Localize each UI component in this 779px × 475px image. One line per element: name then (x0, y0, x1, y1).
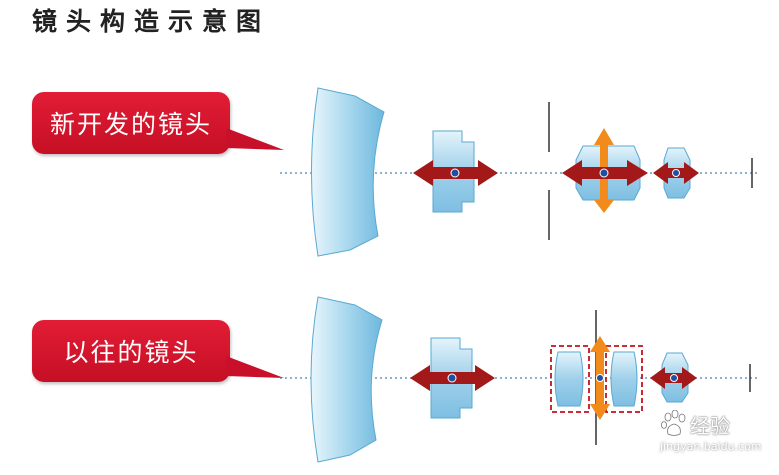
callout-new-lens: 新开发的镜头 (32, 92, 230, 154)
diagram-title: 镜头构造示意图 (32, 7, 271, 36)
front-lens-bottom (310, 296, 383, 463)
callout-old-lens: 以往的镜头 (32, 320, 230, 382)
paw-logo-icon (661, 410, 686, 436)
callout-pointer-old (226, 356, 284, 378)
pivot-dot-bottom-1 (447, 373, 457, 383)
third-lens-bottom-left (554, 351, 584, 407)
front-lens-top (311, 87, 385, 257)
pivot-dot-top-2 (599, 168, 609, 178)
watermark: 经验 jingyan.baidu.com (660, 410, 770, 470)
watermark-brand: 经验 (690, 414, 730, 438)
pivot-dot-top-1 (450, 168, 460, 178)
pivot-dot-top-3 (672, 169, 680, 177)
third-lens-bottom-right (610, 351, 638, 407)
watermark-url: jingyan.baidu.com (660, 440, 762, 453)
pivot-dot-bottom-3 (670, 374, 678, 382)
pivot-dot-bottom-2 (596, 374, 604, 382)
dashed-box-right (605, 345, 643, 413)
dashed-box-left (550, 345, 590, 413)
callout-pointer-new (226, 128, 284, 150)
